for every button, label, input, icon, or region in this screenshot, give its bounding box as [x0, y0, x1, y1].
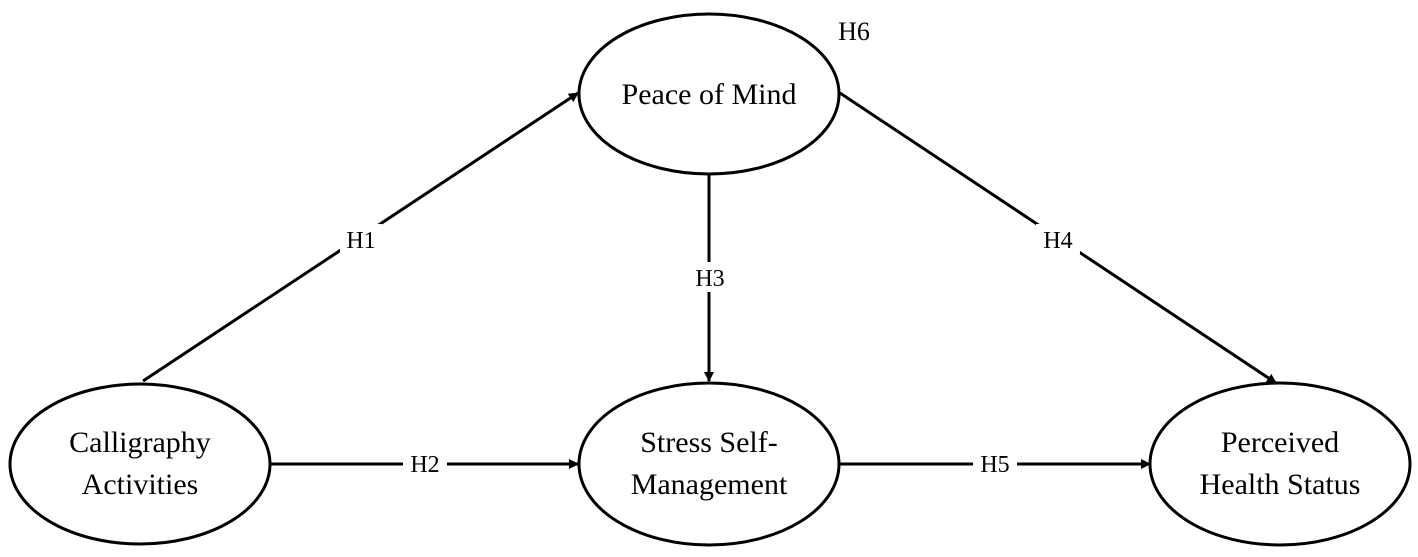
node-perceived-health-status-ellipse: [1148, 381, 1412, 547]
edge-h5-label: H5: [980, 452, 1009, 478]
node-calligraphy-activities: Calligraphy Activities: [8, 382, 272, 546]
edge-h3-label: H3: [695, 266, 724, 292]
edge-h2-label-bg: [403, 450, 447, 478]
edge-h3: H3: [689, 175, 731, 382]
edge-h2-label: H2: [410, 452, 439, 478]
edge-h3-label-bg: [689, 262, 731, 292]
node-stress-self-management-label-line1: Stress Self-: [640, 426, 778, 459]
node-stress-self-management: Stress Self- Management: [577, 381, 841, 547]
node-peace-of-mind: Peace of Mind: [577, 12, 841, 176]
node-calligraphy-activities-label-line2: Activities: [82, 468, 199, 501]
edge-h1-label: H1: [346, 228, 375, 254]
node-perceived-health-status-label-line1: Perceived: [1221, 426, 1339, 459]
annotation-h6: H6: [838, 17, 870, 46]
node-calligraphy-activities-ellipse: [8, 382, 272, 546]
edge-h1: H1: [142, 91, 579, 383]
node-stress-self-management-ellipse: [577, 381, 841, 547]
node-perceived-health-status-label-line2: Health Status: [1200, 468, 1361, 501]
edge-h5: H5: [840, 450, 1151, 478]
node-calligraphy-activities-label-line1: Calligraphy: [69, 426, 211, 459]
edge-h4: H4: [839, 91, 1277, 385]
node-peace-of-mind-ellipse: [577, 12, 841, 176]
edge-h4-label: H4: [1043, 228, 1072, 254]
node-perceived-health-status: Perceived Health Status: [1148, 381, 1412, 547]
edge-h2: H2: [270, 450, 579, 478]
node-peace-of-mind-label: Peace of Mind: [622, 78, 797, 111]
node-stress-self-management-label-line2: Management: [631, 468, 788, 501]
edge-h4-label-bg: [1036, 224, 1080, 254]
edge-h5-label-bg: [973, 450, 1017, 478]
edge-h1-label-bg: [340, 224, 382, 254]
